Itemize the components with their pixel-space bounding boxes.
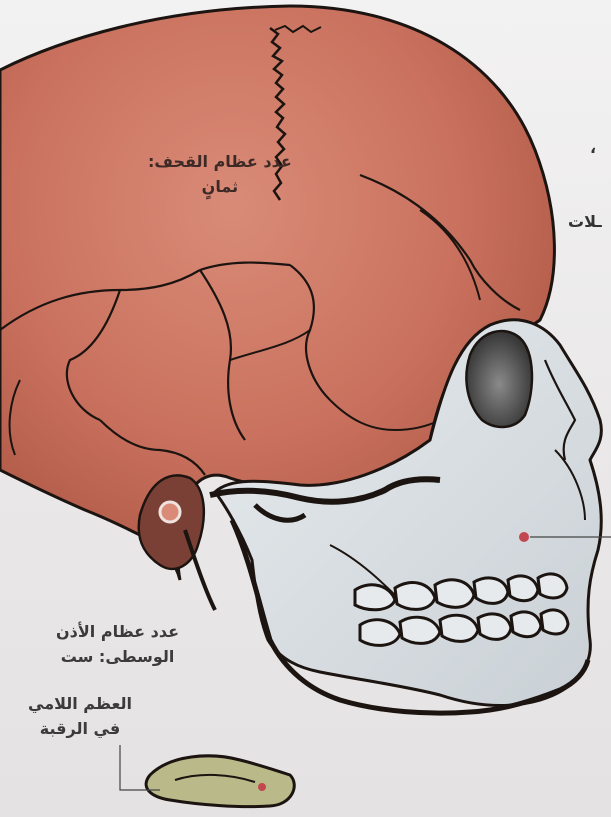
middle-ear-label: عدد عظام الأذن الوسطى: ست [56, 620, 179, 670]
middle-ear-label-line2: الوسطى: ست [56, 645, 179, 670]
hyoid-label-line1: العظم اللامي [28, 692, 132, 717]
eye-socket [466, 331, 532, 427]
middle-ear-label-line1: عدد عظام الأذن [56, 620, 179, 645]
maxilla-marker [519, 532, 529, 542]
hyoid-label: العظم اللامي في الرقبة [28, 692, 132, 742]
cranial-bones-label-line2: ثمانٍ [148, 175, 292, 200]
hyoid-label-line2: في الرقبة [28, 717, 132, 742]
middle-ear-marker [160, 502, 180, 522]
cranial-bones-label: عدد عظام القحف: ثمانٍ [148, 150, 292, 200]
cropped-text-mid: ـلات [568, 212, 602, 231]
cropped-text-top: ، [590, 138, 596, 157]
cranial-bones-label-line1: عدد عظام القحف: [148, 150, 292, 175]
hyoid-bone [146, 756, 294, 807]
